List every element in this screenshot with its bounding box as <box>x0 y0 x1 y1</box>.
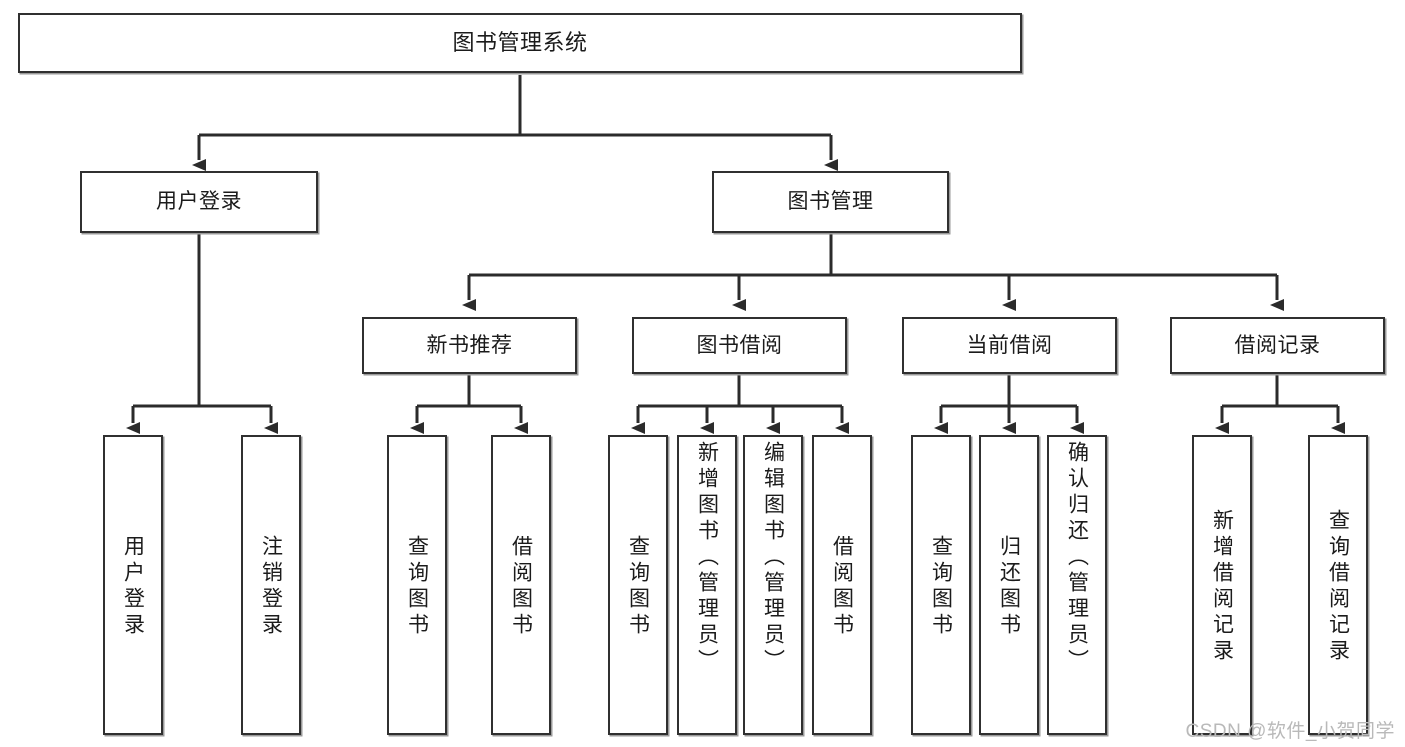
node-user-login[interactable]: 用户登录 <box>80 171 318 233</box>
node-borrow-record[interactable]: 借阅记录 <box>1170 317 1385 374</box>
node-root-label: 图书管理系统 <box>452 29 588 55</box>
edge-group-book-manage <box>462 233 1284 311</box>
node-book-borrow[interactable]: 图书借阅 <box>632 317 847 374</box>
node-leaf-add-book[interactable]: 新增图书（管理员） <box>677 435 737 735</box>
node-leaf-user-logout[interactable]: 注销登录 <box>241 435 301 735</box>
node-leaf-add-record[interactable]: 新增借阅记录 <box>1192 435 1252 735</box>
node-leaf-query-book-1-label: 查询图书 <box>405 535 429 639</box>
node-leaf-query-record[interactable]: 查询借阅记录 <box>1308 435 1368 735</box>
node-leaf-add-book-label: 新增图书（管理员） <box>695 441 719 675</box>
node-leaf-query-book-1[interactable]: 查询图书 <box>387 435 447 735</box>
node-root[interactable]: 图书管理系统 <box>18 13 1022 73</box>
node-new-book-recommend[interactable]: 新书推荐 <box>362 317 577 374</box>
edge-group-book-borrow <box>631 374 849 434</box>
edge-group-user-login <box>126 233 278 434</box>
node-leaf-query-book-2[interactable]: 查询图书 <box>608 435 668 735</box>
node-new-book-recommend-label: 新书推荐 <box>426 333 513 357</box>
node-leaf-return-book-label: 归还图书 <box>997 535 1021 639</box>
node-borrow-record-label: 借阅记录 <box>1234 333 1321 357</box>
edge-group-current-borrow <box>934 374 1084 434</box>
node-leaf-borrow-book-2[interactable]: 借阅图书 <box>812 435 872 735</box>
node-leaf-user-logout-label: 注销登录 <box>259 535 283 639</box>
node-leaf-borrow-book-2-label: 借阅图书 <box>830 535 854 639</box>
node-leaf-confirm-return[interactable]: 确认归还（管理员） <box>1047 435 1107 735</box>
edge-group-borrow-record <box>1215 374 1345 434</box>
node-leaf-edit-book-label: 编辑图书（管理员） <box>761 441 785 675</box>
node-user-login-label: 用户登录 <box>156 190 242 214</box>
node-leaf-confirm-return-label: 确认归还（管理员） <box>1065 441 1089 675</box>
node-leaf-user-login-label: 用户登录 <box>121 535 145 639</box>
node-leaf-query-book-3[interactable]: 查询图书 <box>911 435 971 735</box>
edge-group-new-book-recommend <box>410 374 528 434</box>
node-leaf-query-book-2-label: 查询图书 <box>626 535 650 639</box>
node-leaf-query-book-3-label: 查询图书 <box>929 535 953 639</box>
node-book-borrow-label: 图书借阅 <box>696 333 783 357</box>
node-current-borrow[interactable]: 当前借阅 <box>902 317 1117 374</box>
edge-group-root <box>192 75 838 171</box>
node-leaf-query-record-label: 查询借阅记录 <box>1326 509 1350 665</box>
node-leaf-borrow-book-1-label: 借阅图书 <box>509 535 533 639</box>
node-book-manage[interactable]: 图书管理 <box>712 171 949 233</box>
node-leaf-add-record-label: 新增借阅记录 <box>1210 509 1234 665</box>
node-leaf-edit-book[interactable]: 编辑图书（管理员） <box>743 435 803 735</box>
node-current-borrow-label: 当前借阅 <box>966 333 1053 357</box>
node-book-manage-label: 图书管理 <box>787 190 874 214</box>
node-leaf-borrow-book-1[interactable]: 借阅图书 <box>491 435 551 735</box>
node-leaf-return-book[interactable]: 归还图书 <box>979 435 1039 735</box>
node-leaf-user-login[interactable]: 用户登录 <box>103 435 163 735</box>
